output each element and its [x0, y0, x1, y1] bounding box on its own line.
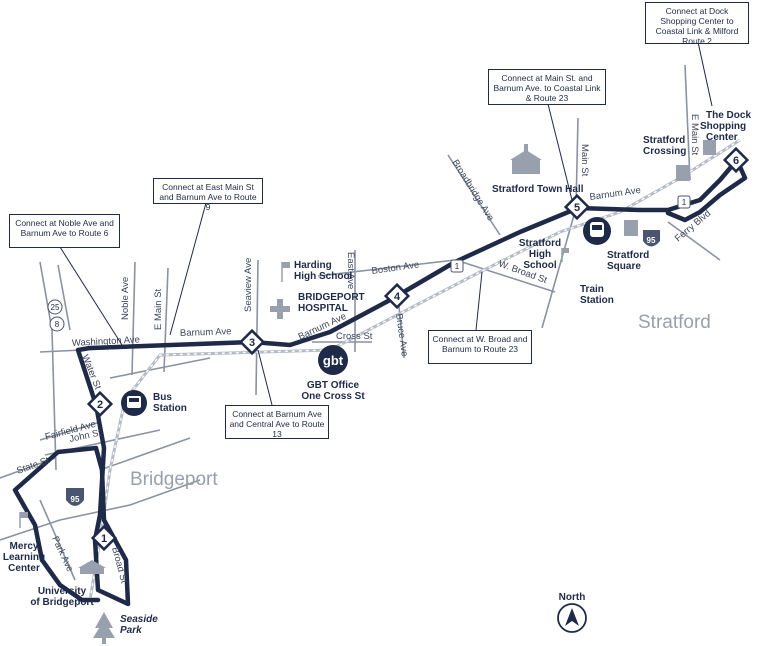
stratford-crossing-label-1: Stratford	[643, 135, 685, 146]
street-noble-ave: Noble Ave	[120, 277, 131, 320]
train-station-label-2: Station	[580, 295, 614, 306]
school-flag-icon-stratford	[561, 248, 569, 262]
stop-4[interactable]: 4	[383, 282, 411, 310]
route25-shield: 25	[47, 299, 63, 315]
stop-3[interactable]: 3	[238, 328, 266, 356]
callout-main-barnum: Connect at Main St. and Barnum Ave. to C…	[488, 69, 606, 105]
street-broadbridge-ave: Broadbridge Ave	[449, 158, 495, 223]
train-icon	[583, 217, 611, 245]
hospital-label-2: HOSPITAL	[298, 303, 348, 314]
svg-text:25: 25	[51, 303, 60, 312]
svg-text:95: 95	[71, 495, 80, 504]
street-park-ave: Park Ave	[49, 535, 75, 574]
shopping-bag-icon-crossing	[676, 165, 690, 181]
north-label: North	[559, 592, 586, 603]
street-e-main-st-stratford: E Main St	[689, 114, 700, 156]
stop-2[interactable]: 2	[86, 390, 114, 418]
street-washington-ave: Washington Ave	[72, 334, 141, 349]
gbt-office-label-1: GBT Office	[307, 380, 360, 391]
stop-2-label: 2	[97, 399, 103, 411]
street-e-main-st: E Main St	[153, 288, 164, 330]
callout-leaders	[59, 41, 713, 406]
svg-text:8: 8	[55, 320, 60, 329]
street-main-st: Main St	[579, 144, 590, 177]
city-bridgeport: Bridgeport	[130, 469, 218, 490]
bus-icon	[121, 390, 147, 416]
shopping-bag-icon-dock	[703, 140, 716, 155]
hospital-label-1: BRIDGEPORT	[298, 292, 365, 303]
stratford-town-hall-label: Stratford Town Hall	[492, 184, 584, 195]
university-label-2: of Bridgeport	[30, 597, 94, 608]
shopping-bag-icon	[624, 220, 638, 236]
mercy-label-1: Mercy	[10, 541, 39, 552]
i95-shield-stratford: 95	[643, 230, 660, 247]
svg-text:1: 1	[455, 262, 460, 271]
stratford-high-label-2: High	[529, 249, 551, 260]
i95-shield-bridgeport: 95	[66, 488, 84, 506]
stop-1-label: 1	[101, 533, 107, 545]
street-bruce-ave: Bruce Ave	[393, 313, 410, 357]
stratford-high-label-3: School	[523, 260, 557, 271]
svg-text:gbt: gbt	[323, 353, 344, 368]
route1-shield-b: 1	[677, 195, 691, 209]
street-seaview-ave: Seaview Ave	[243, 258, 254, 312]
stop-1[interactable]: 1	[90, 524, 118, 552]
stop-3-label: 3	[249, 337, 255, 349]
mercy-label-3: Center	[8, 563, 40, 574]
street-boston-ave: Boston Ave	[371, 259, 420, 277]
train-station-label-1: Train	[580, 284, 604, 295]
callout-noble-ave: Connect at Noble Ave and Barnum Ave to R…	[9, 214, 120, 248]
street-barnum-ave-west: Barnum Ave	[180, 326, 232, 339]
school-flag-icon	[281, 262, 290, 282]
tree-icon	[93, 612, 115, 644]
stop-5[interactable]: 5	[563, 193, 591, 221]
university-label-1: University	[38, 586, 87, 597]
svg-text:1: 1	[682, 198, 687, 207]
dock-label-1: The Dock	[706, 110, 751, 121]
city-stratford: Stratford	[638, 312, 711, 333]
street-cross-st: Cross St	[336, 331, 373, 342]
route8-shield: 8	[49, 316, 65, 332]
callout-central-ave: Connect at Barnum Ave and Central Ave to…	[225, 405, 329, 439]
stop-6-label: 6	[733, 155, 739, 167]
stratford-square-label-1: Stratford	[607, 250, 649, 261]
hospital-icon	[270, 299, 290, 319]
university-icon	[78, 560, 106, 574]
callout-w-broad: Connect at W. Broad and Barnum to Route …	[428, 330, 532, 364]
bus-station-label-1: Bus	[153, 392, 172, 403]
street-barnum-ave-east: Barnum Ave	[589, 185, 642, 203]
street-water-st: Water St	[79, 353, 103, 391]
svg-text:95: 95	[647, 236, 656, 245]
gbt-office-label-2: One Cross St	[301, 391, 365, 402]
stratford-high-label-1: Stratford	[519, 238, 561, 249]
gbt-office-icon: gbt	[318, 345, 348, 375]
town-hall-icon	[510, 144, 542, 174]
dock-label-2: Shopping	[700, 121, 746, 132]
stratford-square-label-2: Square	[607, 261, 641, 272]
mercy-label-2: Learning	[3, 552, 45, 563]
harding-label-1: Harding	[294, 260, 332, 271]
seaside-label-1: Seaside	[120, 614, 158, 625]
stop-6[interactable]: 6	[722, 146, 750, 174]
dock-label-3: Center	[706, 132, 738, 143]
bus-station-label-2: Station	[153, 403, 187, 414]
route1-shield-a: 1	[450, 259, 464, 273]
harding-label-2: High School	[294, 271, 353, 282]
north-arrow-icon	[557, 603, 587, 633]
street-east-ave: East Ave	[345, 252, 356, 289]
callout-east-main: Connect at East Main St and Barnum Ave t…	[153, 178, 263, 212]
seaside-label-2: Park	[120, 625, 142, 636]
stop-5-label: 5	[574, 202, 580, 214]
stop-4-label: 4	[394, 291, 401, 303]
callout-dock-shopping: Connect at Dock Shopping Center to Coast…	[645, 2, 749, 46]
street-labels: Barnum Ave Barnum Ave Barnum Ave Washing…	[15, 114, 713, 585]
school-flag-icon-mercy	[19, 512, 28, 528]
stratford-crossing-label-2: Crossing	[643, 146, 686, 157]
